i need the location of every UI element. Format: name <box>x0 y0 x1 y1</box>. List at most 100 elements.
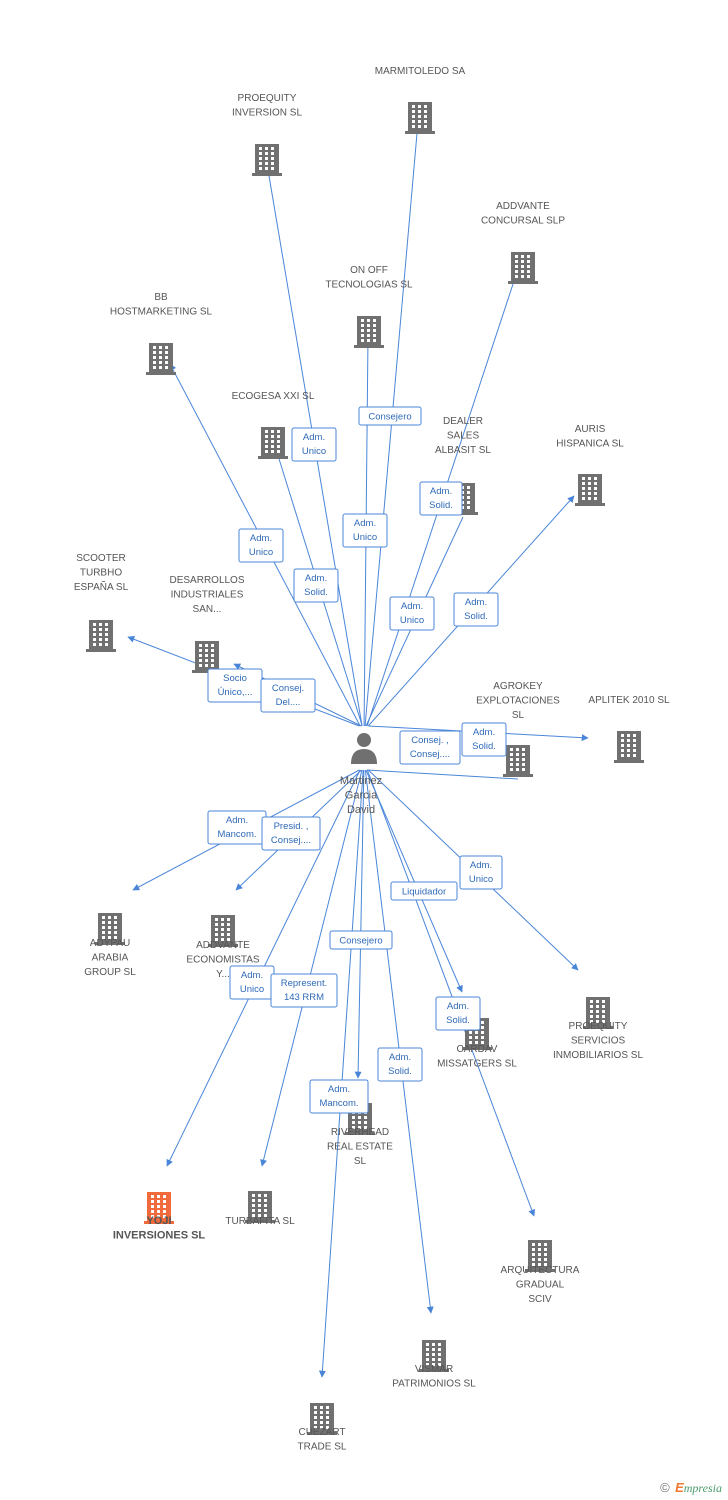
company-node-turbafita[interactable]: TURBAFITA SL <box>225 1191 295 1227</box>
company-name-line: INDUSTRIALES <box>171 590 244 601</box>
company-name-line: TURBHO <box>80 568 122 579</box>
company-name-line: SCIV <box>528 1294 552 1305</box>
relation-label-adypau[interactable]: Adm.Mancom. <box>207 810 267 845</box>
relation-label-cardav[interactable]: Liquidador <box>390 881 458 901</box>
building-icon <box>245 1191 275 1223</box>
building-icon <box>192 641 222 673</box>
relation-text: Consej.... <box>410 749 450 760</box>
relation-text: Unico <box>249 547 273 558</box>
edge-cardav <box>365 769 463 993</box>
company-name-line: TECNOLOGIAS SL <box>325 280 413 291</box>
relation-label-auris[interactable]: Adm.Solid. <box>453 592 499 627</box>
relation-text: Adm. <box>250 533 272 544</box>
relation-label-dealer-sales[interactable]: Adm. Unico <box>389 596 435 631</box>
company-name-line: ESPAÑA SL <box>74 580 129 593</box>
building-icon <box>405 102 435 134</box>
company-name-line: CONCURSAL SLP <box>481 216 565 227</box>
relation-text: Unico <box>240 984 264 995</box>
company-node-aplitek[interactable]: APLITEK 2010 SL <box>588 695 670 763</box>
relation-text: Solid. <box>388 1066 412 1077</box>
relation-text: Consejero <box>368 412 411 423</box>
building-icon <box>583 997 613 1029</box>
relation-label-on-off[interactable]: Consejero <box>358 406 422 426</box>
building-icon <box>86 620 116 652</box>
company-name-line: SERVICIOS <box>571 1036 626 1047</box>
company-name-line: BB <box>154 292 168 303</box>
company-name-line: DESARROLLOS <box>169 575 244 586</box>
relation-label-scooter[interactable]: SocioÚnico,... <box>207 668 263 703</box>
relation-label-marmitoledo[interactable]: Adm.Unico <box>342 513 388 548</box>
relation-label-addvante-economistas[interactable]: Presid. ,Consej.... <box>261 816 321 851</box>
relation-text: Adm. <box>430 486 452 497</box>
relation-label-riverhead[interactable]: Consejero <box>329 930 393 950</box>
relation-label-ecogesa[interactable]: Adm.Solid. <box>293 568 339 603</box>
company-name-line: PROEQUITY <box>569 1021 628 1032</box>
relation-text: Adm. <box>470 860 492 871</box>
relation-label-yoji[interactable]: Adm.Unico <box>229 965 275 1000</box>
brand-name: mpresia <box>683 1481 722 1495</box>
company-name-line: ON OFF <box>350 265 388 276</box>
company-name-line: INVERSION SL <box>232 108 302 119</box>
company-node-addvante-concursal[interactable]: ADDVANTE CONCURSAL SLP <box>481 201 565 284</box>
footer-brand[interactable]: © Empresia <box>660 1480 722 1496</box>
building-icon <box>503 745 533 777</box>
building-icon <box>307 1403 337 1435</box>
relation-text: Consej. , <box>411 735 449 746</box>
building-icon <box>258 427 288 459</box>
company-name-line: INMOBILIARIOS SL <box>553 1050 643 1061</box>
company-name-line: GROUP SL <box>84 967 136 978</box>
relation-text: Adm. <box>389 1052 411 1063</box>
edge-riverhead <box>354 769 365 1079</box>
relation-text: Adm. <box>401 601 423 612</box>
company-node-addvante-economistas[interactable]: ADDVANTEECONOMISTASY... <box>186 915 260 980</box>
company-name-line: ECOGESA XXI SL <box>232 391 315 402</box>
relation-label-proequity-inversion[interactable]: Adm.Unico <box>291 427 337 462</box>
company-name-line: Y... <box>216 969 230 980</box>
company-name-line: ARABIA <box>92 953 129 964</box>
company-name-line: INVERSIONES SL <box>113 1230 206 1242</box>
relation-label-aplitek[interactable]: Adm.Solid. <box>461 722 507 757</box>
building-icon <box>525 1240 555 1272</box>
relation-label-bb-hostmarketing[interactable]: Adm. Unico <box>238 528 284 563</box>
relation-text: Adm. <box>328 1084 350 1095</box>
relation-label-desarrollos[interactable]: Consej.Del.... <box>260 678 316 713</box>
company-node-proequity-servicios[interactable]: PROEQUITY SERVICIOS INMOBILIARIOS SL <box>553 997 643 1061</box>
relation-label-agrokey[interactable]: Consej. , Consej.... <box>399 730 461 765</box>
relation-label-cuezart[interactable]: Adm.Mancom. <box>309 1079 369 1114</box>
relation-label-proequity-servicios[interactable]: Adm.Unico <box>459 855 503 890</box>
company-name-line: APLITEK 2010 SL <box>588 695 670 706</box>
relation-text: Socio <box>223 673 247 684</box>
company-name-line: SL <box>354 1156 367 1167</box>
relation-label-vismar[interactable]: Adm. Solid. <box>377 1047 423 1082</box>
company-node-marmitoledo[interactable]: MARMITOLEDO SA <box>375 66 466 134</box>
relation-label-turbafita[interactable]: Represent.143 RRM <box>270 973 338 1008</box>
relation-text: Mancom. <box>217 829 256 840</box>
company-name-line: GRADUAL <box>516 1280 565 1291</box>
company-node-bb-hostmarketing[interactable]: BB HOSTMARKETING SL <box>110 292 213 375</box>
company-name-line: ADDVANTE <box>496 201 550 212</box>
company-node-on-off[interactable]: ON OFF TECNOLOGIAS SL <box>325 265 413 348</box>
relation-text: Unico <box>400 615 424 626</box>
relation-label-addvante-concursal[interactable]: Adm.Solid. <box>419 481 463 516</box>
company-name-line: HOSTMARKETING SL <box>110 307 213 318</box>
company-name-line: CARDAV <box>457 1044 498 1055</box>
relation-text: Presid. , <box>274 821 309 832</box>
company-node-ecogesa[interactable]: ECOGESA XXI SL <box>232 391 315 459</box>
company-node-desarrollos[interactable]: DESARROLLOSINDUSTRIALESSAN... <box>169 575 245 673</box>
edge-agrokey <box>367 769 519 780</box>
relation-label-arquitectura[interactable]: Adm.Solid. <box>435 996 481 1031</box>
relation-text: Represent. <box>281 978 327 989</box>
